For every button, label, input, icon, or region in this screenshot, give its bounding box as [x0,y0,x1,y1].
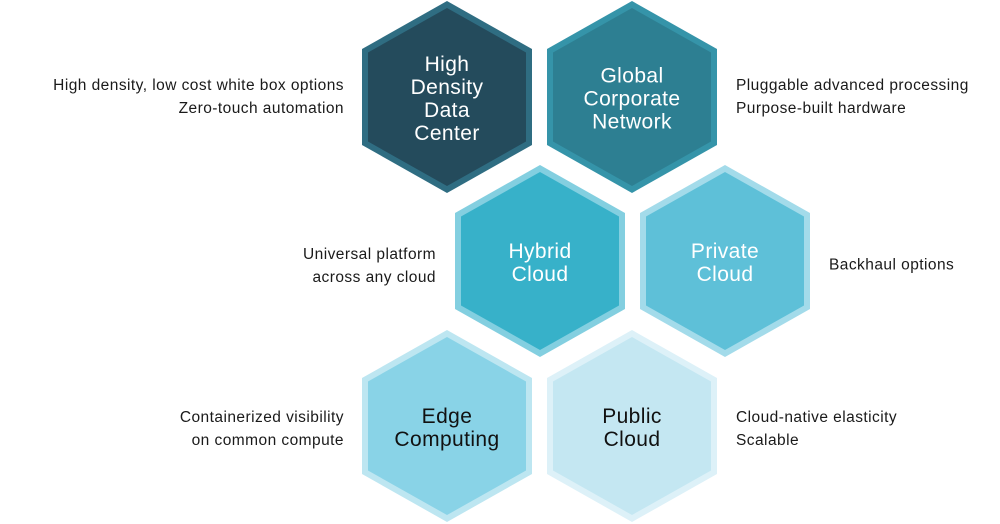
note-line: High density, low cost white box options [53,77,344,94]
hexagon-title-line: Data [424,99,470,122]
hexagon-title-line: Corporate [583,87,681,111]
note-line: Backhaul options [829,256,955,274]
hexagon-hybrid-cloud [455,165,625,357]
hexagon-title-line: Global [600,64,664,88]
hexagon-title-line: Cloud [511,263,569,286]
hexagon-fill [553,8,711,186]
hexagon-fill [553,337,711,515]
hexagon-title-line: Computing [394,428,500,451]
hexagon-title-line: Public [602,405,662,428]
note-line: across any cloud [312,269,436,286]
hexagon-fill [461,172,619,350]
hexagon-fill [646,172,804,350]
hexagon-title-line: Private [690,240,760,263]
hexagon-fill [368,8,526,186]
note-line: Containerized visibility [179,409,344,426]
hexagon-title-line: High [424,53,470,76]
note-line: Universal platform [302,246,436,263]
hexagon-private-cloud [640,165,810,357]
notes-high-density-data-center: High density, low cost white box options… [53,74,344,120]
hexagon-global-corporate-network [547,1,717,193]
hexagon-public-cloud [547,330,717,522]
note-line: Pluggable advanced processing [736,77,969,94]
hexagon-edge-computing [362,330,532,522]
hexagon-fill [368,337,526,515]
hexagon-title-line: Cloud [603,428,661,451]
hexagon-title-line: Hybrid [508,240,572,263]
notes-edge-computing: Containerized visibility on common comput… [180,406,344,452]
hexagon-title-line: Center [414,122,480,145]
note-line: Purpose-built hardware [736,100,907,117]
note-line: on common compute [191,432,344,449]
note-line: Zero-touch automation [178,100,344,117]
hexagon-high-density-data-center [362,1,532,193]
notes-private-cloud: Backhaul options [829,254,954,277]
notes-hybrid-cloud: Universal platform across any cloud [303,243,436,289]
hexagon-title-line: Network [592,110,672,134]
note-line: Scalable [736,432,800,449]
hexagon-title-line: Density [410,76,484,99]
note-line: Cloud-native elasticity [736,409,898,426]
hexagon-title-line: Cloud [696,263,754,286]
hexagon-title-line: Edge [421,405,473,428]
